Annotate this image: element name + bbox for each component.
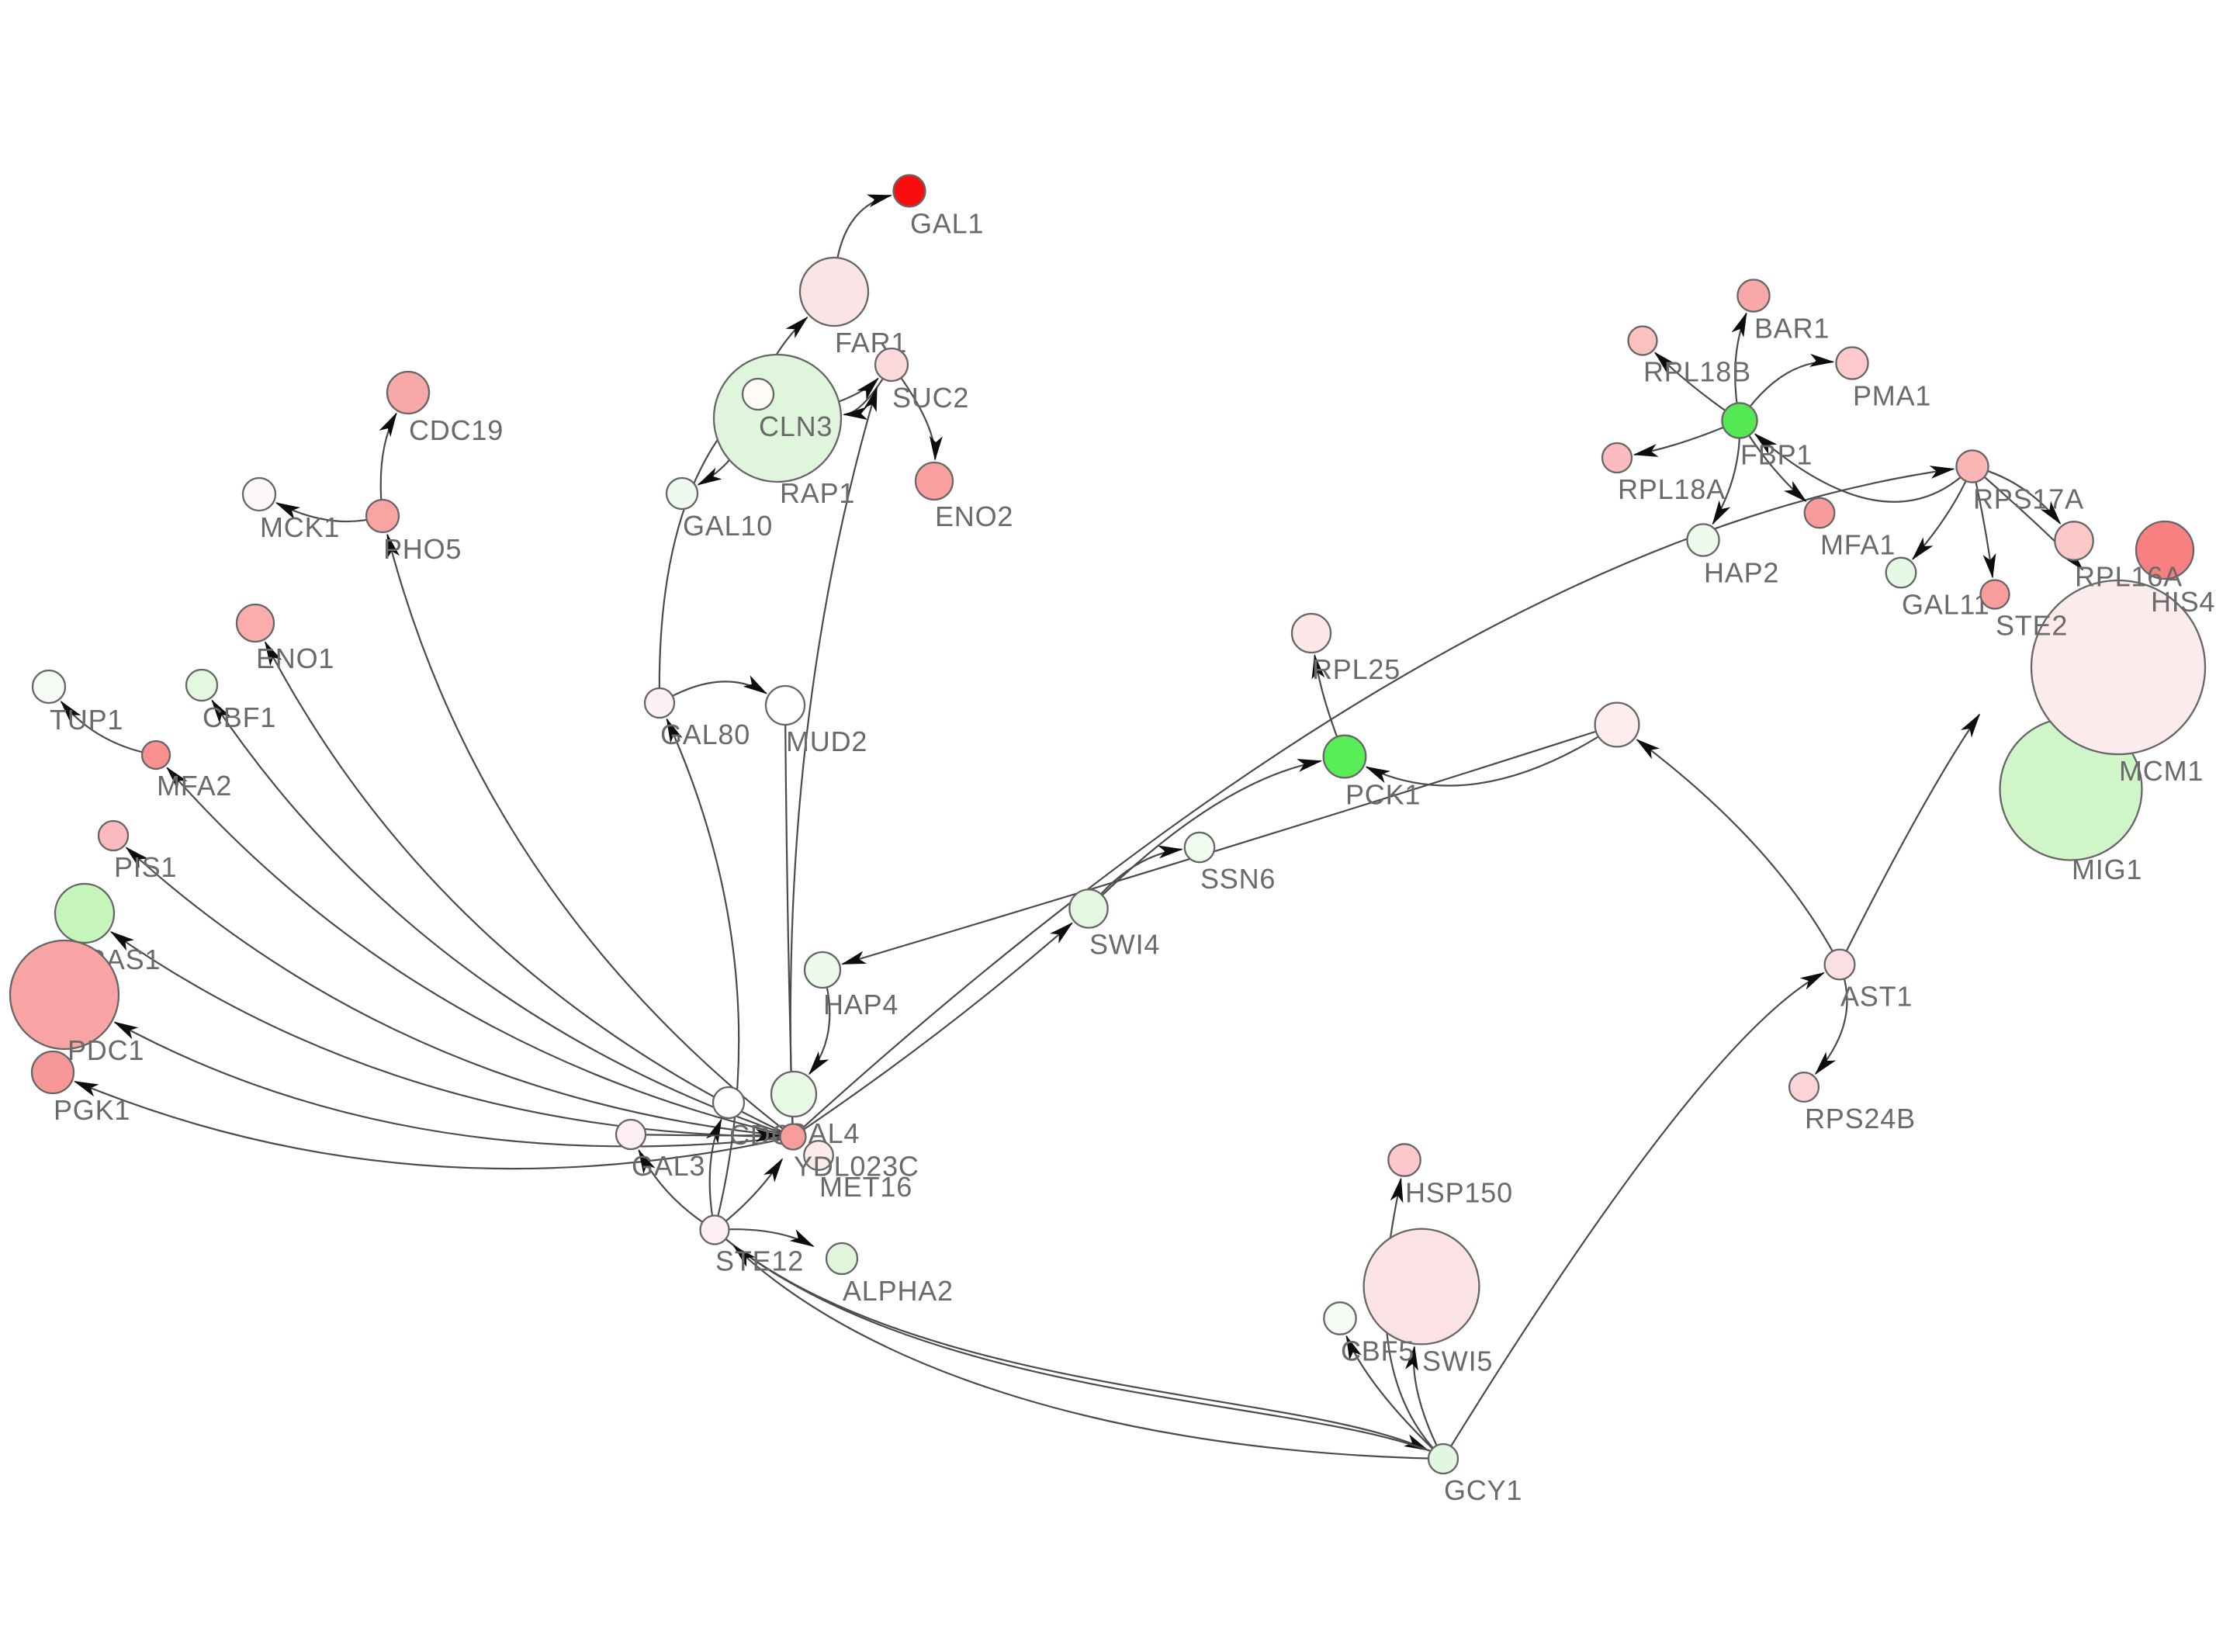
svg-text:YDL023C: YDL023C [794,1151,919,1183]
svg-text:RPL16A: RPL16A [2075,561,2183,593]
svg-text:STE2: STE2 [1996,610,2068,642]
svg-text:HSP150: HSP150 [1405,1177,1513,1209]
svg-text:PHO5: PHO5 [383,533,462,565]
svg-text:AST1: AST1 [1840,980,1913,1012]
svg-text:HAP2: HAP2 [1704,557,1779,589]
svg-text:STE12: STE12 [715,1245,804,1277]
svg-text:MIG1: MIG1 [2072,854,2142,885]
svg-text:SWI5: SWI5 [1422,1345,1493,1377]
svg-text:GAL80: GAL80 [660,719,750,750]
svg-text:GCY1: GCY1 [1444,1474,1522,1506]
svg-text:GAL11: GAL11 [1902,588,1989,620]
svg-text:PDC1: PDC1 [68,1034,144,1066]
svg-text:TUP1: TUP1 [50,704,123,736]
svg-text:RPL18B: RPL18B [1643,356,1751,388]
svg-text:FBP1: FBP1 [1740,439,1813,471]
svg-text:CLN3: CLN3 [759,410,833,442]
svg-text:ENO2: ENO2 [935,500,1013,532]
svg-text:RPL25: RPL25 [1312,653,1401,685]
svg-text:GAL3: GAL3 [632,1150,705,1182]
svg-text:ENO1: ENO1 [256,642,334,674]
svg-text:MFA2: MFA2 [157,770,232,802]
svg-text:HIS4: HIS4 [2151,586,2215,618]
svg-text:MUD2: MUD2 [786,726,867,757]
svg-text:MCK1: MCK1 [260,511,340,543]
svg-text:SWI4: SWI4 [1089,929,1160,961]
svg-text:HAP4: HAP4 [823,989,899,1020]
svg-text:CBF5: CBF5 [1341,1335,1414,1367]
svg-text:CDC19: CDC19 [409,414,504,446]
svg-text:SSN6: SSN6 [1200,863,1276,895]
svg-text:GAL10: GAL10 [683,510,773,542]
svg-text:MET16: MET16 [819,1171,912,1203]
svg-text:MCM1: MCM1 [2119,755,2204,787]
svg-text:PGK1: PGK1 [54,1094,130,1126]
svg-text:PIS1: PIS1 [114,851,177,883]
svg-text:RPS17A: RPS17A [1973,483,2084,515]
svg-text:SUC2: SUC2 [892,382,969,414]
svg-text:PMA1: PMA1 [1853,380,1931,412]
svg-text:MFA1: MFA1 [1820,528,1896,560]
svg-text:RPL18A: RPL18A [1618,473,1726,505]
svg-text:RPS24B: RPS24B [1805,1103,1916,1134]
svg-text:RAP1: RAP1 [780,477,855,509]
svg-text:PCK1: PCK1 [1345,778,1421,810]
svg-text:BAR1: BAR1 [1754,313,1830,345]
svg-text:CBF1: CBF1 [203,701,276,733]
svg-text:ALPHA2: ALPHA2 [843,1275,954,1307]
svg-text:GAL1: GAL1 [910,208,984,240]
